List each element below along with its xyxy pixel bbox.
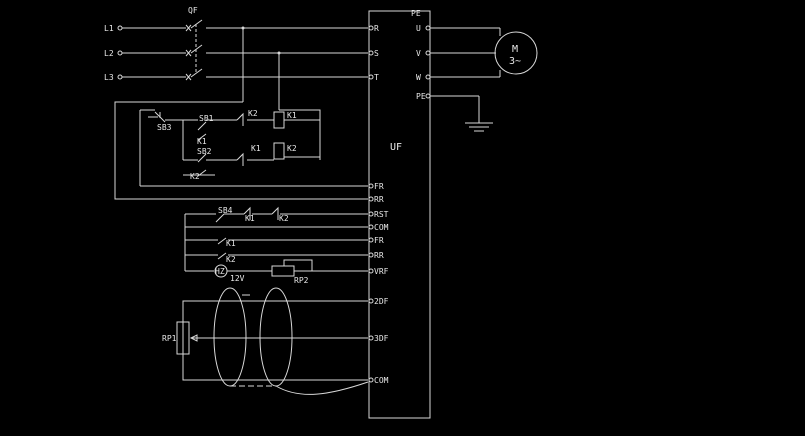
terminal-fr1: FR xyxy=(374,182,384,191)
motor-letter: M xyxy=(512,44,518,55)
analog-input: RP1 2DF 3DF COM xyxy=(162,287,389,395)
k1-interlock-label: K1 xyxy=(251,144,261,153)
supply-lines: L1 L2 L3 QF xyxy=(104,6,368,82)
breaker-label: QF xyxy=(188,6,198,15)
sb4-label: SB4 xyxy=(218,206,233,215)
k2-sb4-label: K2 xyxy=(279,214,289,223)
rp1-pot xyxy=(176,321,190,355)
command-circuit: SB4 K1 K2 RST COM K1 FR K2 RR HZ 12V RP2 xyxy=(184,206,389,285)
terminal-u: U xyxy=(416,24,421,33)
k1-aux-label: K1 xyxy=(197,137,207,146)
terminal-2df: 2DF xyxy=(374,297,389,306)
terminal-rst: RST xyxy=(374,210,389,219)
terminal-rr2: RR xyxy=(374,251,384,260)
shield-ellipse-1 xyxy=(213,287,247,387)
k2-rr-label: K2 xyxy=(226,255,236,264)
rp2-label: RP2 xyxy=(294,276,309,285)
l2-label: L2 xyxy=(104,49,114,58)
terminal-v: V xyxy=(416,49,421,58)
k2-interlock-label: K2 xyxy=(248,109,258,118)
motor-phase: 3~ xyxy=(509,56,521,67)
terminal-fr2: FR xyxy=(374,236,384,245)
k2-aux-label: K2 xyxy=(190,172,200,181)
terminal-r: R xyxy=(374,24,379,33)
terminal-pe: PE xyxy=(416,92,426,101)
l1-label: L1 xyxy=(104,24,114,33)
voltage-label: 12V xyxy=(230,274,245,283)
vfd-output-terminals: U V W PE xyxy=(416,24,501,132)
hz-label: HZ xyxy=(215,267,225,276)
vfd-label: UF xyxy=(390,142,402,153)
k1-coil xyxy=(273,111,285,129)
rp1-label: RP1 xyxy=(162,334,177,343)
k2-coil-label: K2 xyxy=(287,144,297,153)
sb2-label: SB2 xyxy=(197,147,212,156)
terminal-vrf: VRF xyxy=(374,267,389,276)
sb3-label: SB3 xyxy=(157,123,172,132)
k1-coil-label: K1 xyxy=(287,111,297,120)
terminal-s: S xyxy=(374,49,379,58)
k1-sb4-label: K1 xyxy=(245,214,255,223)
rp2-pot xyxy=(271,265,295,277)
terminal-3df: 3DF xyxy=(374,334,389,343)
vfd-pe-top-label: PE xyxy=(411,9,421,18)
l3-label: L3 xyxy=(104,73,114,82)
k1-fr-label: K1 xyxy=(226,239,236,248)
control-circuit: FR RR SB3 SB1 K2 K1 K1 SB2 K1 K2 K2 xyxy=(114,26,384,204)
motor-circle xyxy=(494,31,538,75)
vfd-input-terminals: R S T xyxy=(368,24,379,82)
terminal-com2: COM xyxy=(374,376,389,385)
terminal-w: W xyxy=(416,73,421,82)
terminal-com1: COM xyxy=(374,223,389,232)
shield-ellipse-2 xyxy=(259,287,293,387)
sb1-label: SB1 xyxy=(199,114,214,123)
motor: M 3~ xyxy=(494,31,538,75)
terminal-t: T xyxy=(374,73,379,82)
k2-coil xyxy=(273,142,285,160)
terminal-rr1: RR xyxy=(374,195,384,204)
